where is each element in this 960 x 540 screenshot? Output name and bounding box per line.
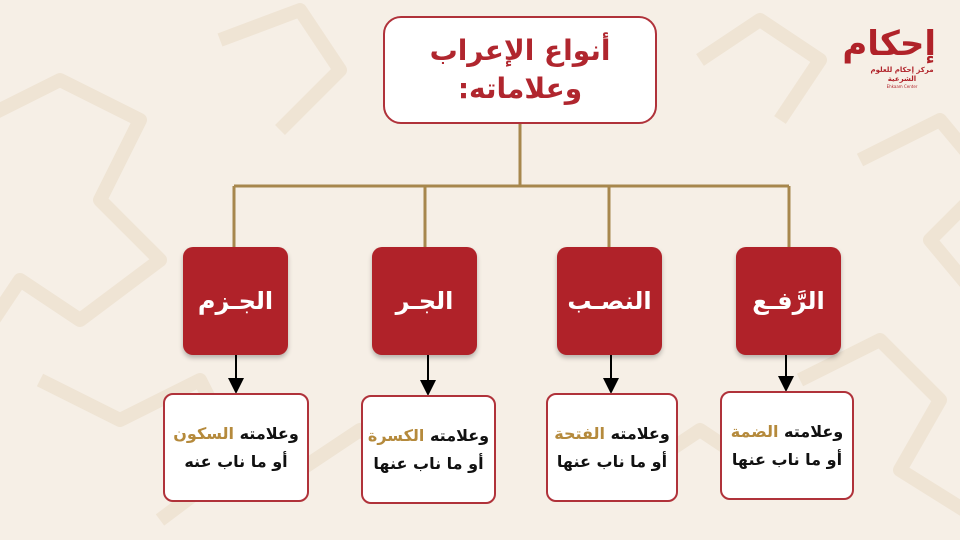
- sign-box-nasb: وعلامته الفتحة أو ما ناب عنها: [546, 393, 678, 502]
- sign-line-2: أو ما ناب عنها: [556, 451, 668, 471]
- sign-line-1: وعلامته الفتحة: [554, 423, 670, 443]
- sign-box-jazm: وعلامته السكون أو ما ناب عنه: [163, 393, 309, 502]
- sign-mark-kasra: الكسرة: [367, 425, 425, 445]
- title-line-2: وعلاماته:: [457, 72, 583, 105]
- category-jarr: الجـر: [372, 247, 477, 355]
- logo-tagline: Ehkaam Center: [886, 84, 918, 89]
- category-raf: الرَّفـع: [736, 247, 841, 355]
- category-nasb: النصـب: [557, 247, 662, 355]
- brand-logo: إحكام مركز إحكام للعلوم الشرعية Ehkaam C…: [842, 22, 942, 90]
- diagram-title: أنواع الإعراب وعلاماته:: [383, 16, 657, 124]
- sign-mark-sukun: السكون: [173, 423, 235, 443]
- logo-wordmark: إحكام: [842, 24, 936, 64]
- sign-box-raf: وعلامته الضمة أو ما ناب عنها: [720, 391, 854, 500]
- sign-line-2: أو ما ناب عنه: [184, 451, 288, 471]
- logo-subtitle: مركز إحكام للعلوم الشرعية: [870, 66, 934, 83]
- sign-mark-damma: الضمة: [730, 421, 779, 441]
- sign-line-2: أو ما ناب عنها: [373, 453, 484, 473]
- category-jazm: الجـزم: [183, 247, 288, 355]
- sign-box-jarr: وعلامته الكسرة أو ما ناب عنها: [361, 395, 496, 504]
- sign-mark-fatha: الفتحة: [554, 423, 606, 443]
- sign-line-1: وعلامته السكون: [173, 423, 299, 443]
- sign-line-1: وعلامته الضمة: [730, 421, 844, 441]
- sign-line-2: أو ما ناب عنها: [731, 449, 843, 469]
- title-line-1: أنواع الإعراب: [429, 34, 611, 67]
- sign-line-1: وعلامته الكسرة: [367, 425, 490, 445]
